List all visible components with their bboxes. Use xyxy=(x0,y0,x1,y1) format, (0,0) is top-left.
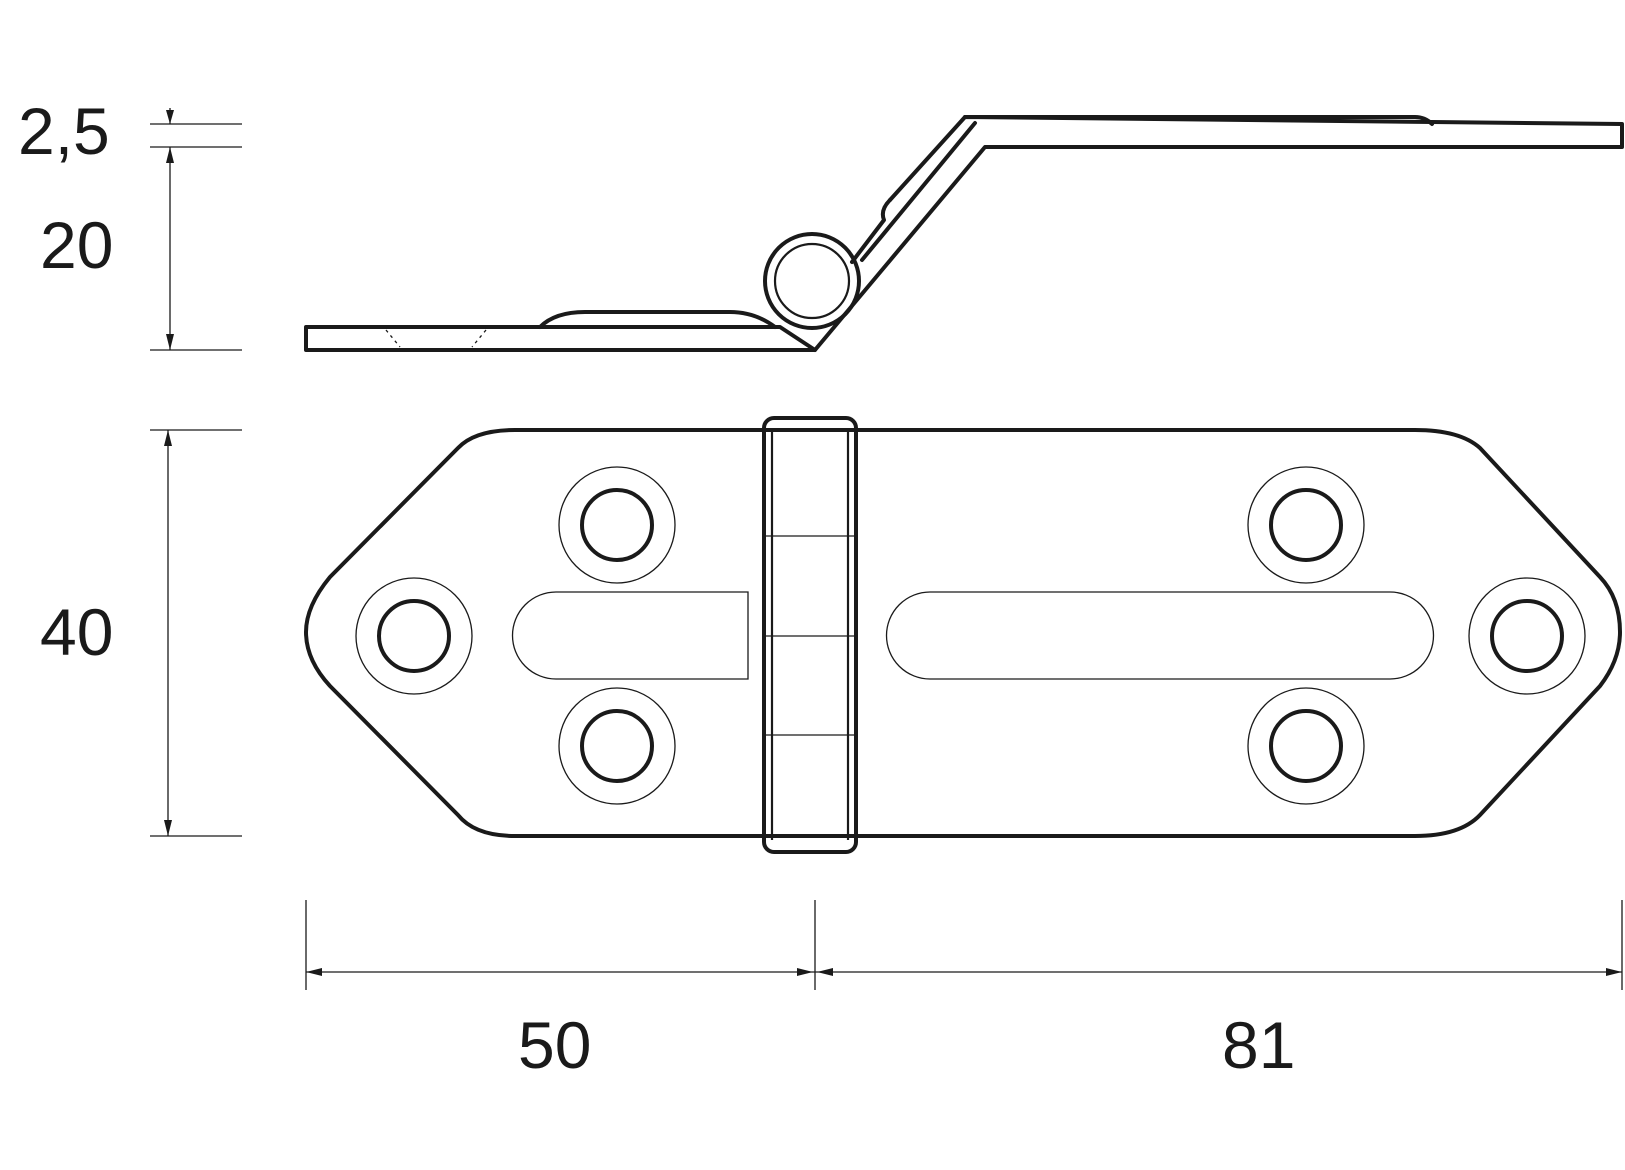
screw-hole xyxy=(558,466,676,584)
length-dimensions xyxy=(305,900,1623,990)
screw-hole xyxy=(1468,577,1586,695)
dim-thickness-label: 2,5 xyxy=(18,94,110,168)
dim-leaf-long-label: 81 xyxy=(1222,1008,1295,1082)
side-view-dimensions xyxy=(150,108,242,351)
screw-hole xyxy=(355,577,473,695)
dim-height-label: 20 xyxy=(40,208,113,282)
screw-hole xyxy=(1247,466,1365,584)
screw-hole xyxy=(1247,687,1365,805)
hinge-front-view xyxy=(304,416,1622,854)
front-view-width-dimension xyxy=(150,429,242,837)
right-slot xyxy=(885,591,1435,680)
hinge-leaf-outline xyxy=(304,428,1622,838)
screw-hole xyxy=(558,687,676,805)
left-slot xyxy=(511,591,749,680)
hinge-barrel xyxy=(762,416,858,854)
dim-leaf-short-label: 50 xyxy=(518,1008,591,1082)
hinge-side-view xyxy=(304,115,1624,352)
dim-width-label: 40 xyxy=(40,595,113,669)
